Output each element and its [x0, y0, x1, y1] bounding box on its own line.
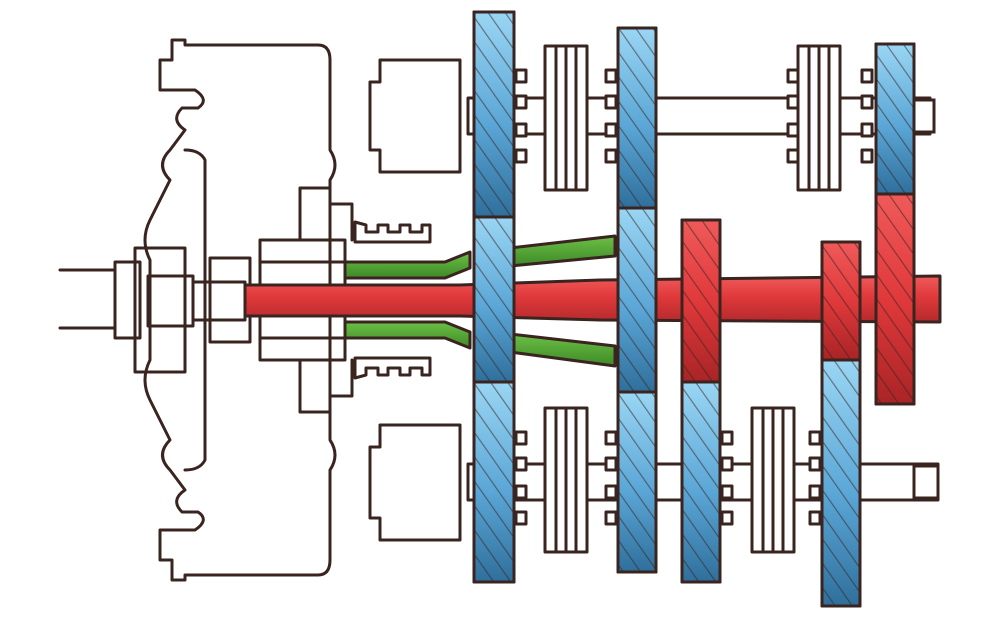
bearing-upper	[353, 220, 432, 244]
gear-lower-1	[472, 380, 516, 584]
flywheel-hub	[133, 246, 187, 374]
bearing-lower	[353, 356, 432, 380]
gear-lower-3	[680, 380, 722, 584]
engine-coupling	[113, 260, 142, 340]
hollow-input-shaft	[343, 234, 617, 368]
synchro-upper-2	[796, 44, 842, 192]
synchro-lower-1	[543, 406, 589, 554]
synchro-lower-2	[750, 406, 796, 554]
gear-input-red-3	[874, 192, 916, 406]
gear-input-red-1	[680, 218, 722, 384]
gear-upper-1	[472, 10, 516, 219]
clutch-housing-outline	[143, 38, 337, 582]
gear-input-red-2	[820, 240, 862, 362]
housing-inner-rib	[183, 148, 207, 472]
clutch-drum-top	[298, 186, 354, 242]
lower-actuator	[368, 423, 462, 542]
gear-lower-4	[820, 358, 862, 608]
synchro-hub-teeth	[514, 68, 874, 526]
gear-upper-2	[616, 26, 658, 210]
gear-input-blue-1	[472, 215, 516, 384]
synchro-upper-1	[543, 44, 589, 192]
lower-shaft-end	[912, 464, 940, 500]
clutch-drum-bottom	[298, 358, 354, 414]
gear-input-blue-2	[616, 206, 658, 394]
gear-upper-3	[874, 42, 916, 196]
gear-lower-2	[616, 390, 658, 574]
pilot-bushing	[191, 280, 247, 322]
upper-actuator	[368, 58, 462, 174]
upper-shaft-end	[912, 98, 936, 134]
